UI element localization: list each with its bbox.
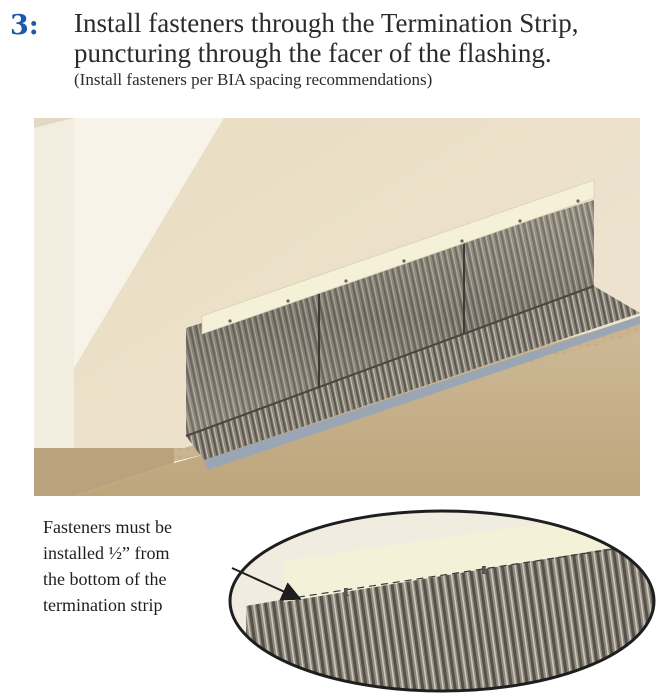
termination-strip (201, 179, 595, 335)
step-title-line-2: puncturing through the facer of the flas… (74, 38, 552, 68)
step-note: (Install fasteners per BIA spacing recom… (74, 70, 433, 89)
fasteners (228, 199, 580, 323)
zoom-termination-strip (284, 511, 654, 602)
wall-flashing-illustration (34, 118, 640, 496)
flashing-horizontal (186, 286, 640, 460)
callout-line-1: Fasteners must be (43, 517, 172, 537)
callout-line-3: the bottom of the (43, 569, 167, 589)
step-title-line-1: Install fasteners through the Terminatio… (74, 8, 579, 38)
callout-line-4: termination strip (43, 595, 163, 615)
fastener-callout-text: Fasteners must be installed ½” from the … (43, 514, 213, 618)
zoom-detail (228, 509, 656, 693)
step-heading: Install fasteners through the Terminatio… (74, 8, 654, 90)
wall-corner-face (74, 118, 224, 368)
fastener-line (285, 541, 654, 600)
step-number: 3: (10, 10, 39, 41)
drip-edge (204, 316, 640, 470)
callout-line-2: installed ½” from (43, 543, 170, 563)
zoom-flashing (246, 534, 654, 691)
zoom-fasteners (344, 566, 488, 596)
zoom-ellipse-border (228, 509, 656, 693)
